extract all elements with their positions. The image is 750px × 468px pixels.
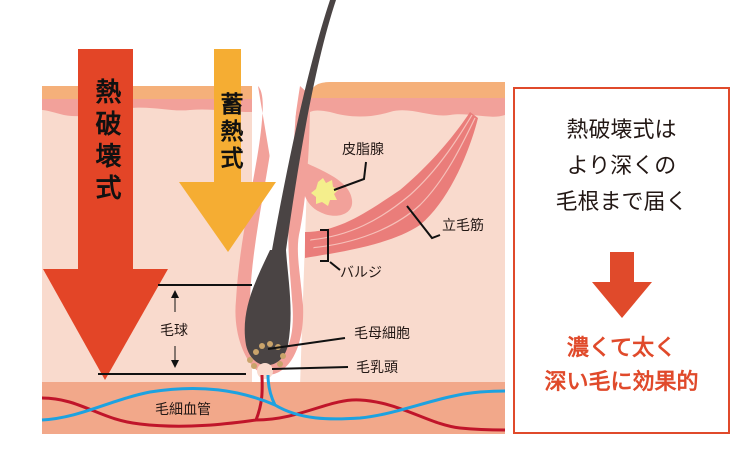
label-hair-bulb: 毛球 bbox=[160, 323, 188, 339]
heat-storage-arrow bbox=[179, 49, 276, 252]
label-arrector-pili: 立毛筋 bbox=[442, 217, 484, 234]
dermal-papilla bbox=[257, 363, 273, 379]
vein-vessel bbox=[41, 374, 506, 422]
info-result: 濃くて太く 深い毛に効果的 bbox=[515, 331, 728, 399]
leader-lines bbox=[267, 161, 441, 370]
hair-follicle bbox=[235, 0, 336, 379]
subcutis-layer bbox=[42, 382, 505, 434]
info-box: 熱破壊式は より深くの 毛根まで届く 濃くて太く 深い毛に効果的 bbox=[513, 87, 730, 434]
info-line: より深くの bbox=[566, 154, 677, 179]
label-hair-matrix-cells: 毛母細胞 bbox=[354, 326, 410, 342]
bulge-region bbox=[305, 235, 314, 257]
info-description: 熱破壊式は より深くの 毛根まで届く bbox=[515, 113, 728, 221]
result-line: 深い毛に効果的 bbox=[544, 369, 699, 395]
label-dermal-papilla: 毛乳頭 bbox=[356, 360, 398, 376]
arrector-pili-muscle bbox=[305, 112, 478, 258]
sebaceous-gland bbox=[300, 160, 353, 216]
heat-storage-label: 蓄熱式 bbox=[216, 92, 242, 173]
label-bulge: バルジ bbox=[340, 265, 382, 281]
label-sebaceous-gland: 皮脂腺 bbox=[342, 142, 384, 158]
heat-destruction-label: 熱破壊式 bbox=[91, 78, 121, 206]
label-capillaries: 毛細血管 bbox=[155, 402, 211, 418]
info-line: 毛根まで届く bbox=[555, 190, 688, 215]
info-line: 熱破壊式は bbox=[566, 118, 677, 143]
hair-bulb-measure bbox=[98, 284, 252, 375]
down-arrow-icon bbox=[592, 252, 652, 318]
heat-destruction-arrow bbox=[43, 49, 168, 380]
result-line: 濃くて太く bbox=[566, 335, 677, 361]
